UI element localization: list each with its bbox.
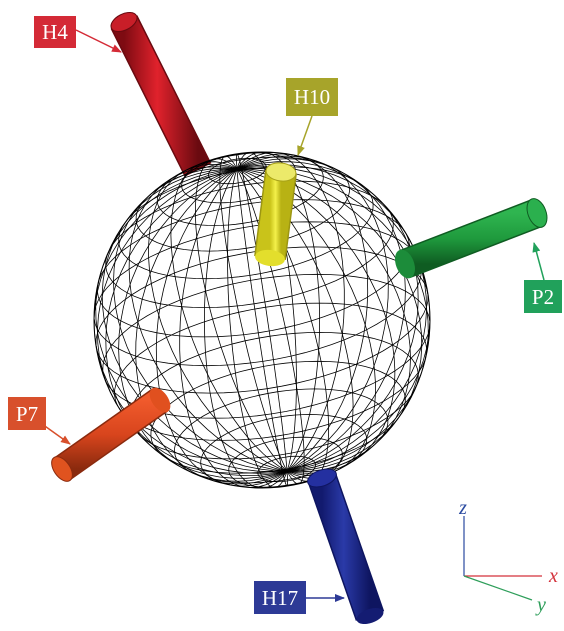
arrow-h4 [75, 29, 122, 53]
sphere-outline [93, 151, 431, 489]
cylinder-p2 [395, 198, 548, 279]
label-h4-text: H4 [42, 20, 68, 44]
z-axis-label: z [458, 497, 467, 519]
label-h10-text: H10 [294, 85, 330, 109]
axes-triad: z x y [458, 497, 558, 616]
cylinder-h17 [307, 468, 385, 625]
sphere-grid-line [95, 167, 429, 473]
y-axis-label: y [535, 594, 546, 616]
wireframe-sphere [94, 152, 430, 488]
sphere-grid-line [95, 246, 429, 394]
sphere-grid-line [219, 155, 305, 485]
label-h10: H10 [286, 78, 338, 156]
x-axis-label: x [548, 565, 558, 587]
arrow-p2 [532, 242, 545, 281]
sphere-grid-line [113, 167, 411, 473]
sphere-grid-line [97, 163, 427, 477]
label-p2: P2 [524, 242, 562, 313]
label-p2-text: P2 [532, 285, 554, 309]
label-h17-text: H17 [262, 586, 298, 610]
arrow-p7 [41, 423, 71, 445]
arrow-h10 [297, 115, 313, 156]
label-p7: P7 [8, 397, 71, 445]
cylinder-h4 [110, 11, 212, 177]
y-axis-line [463, 575, 533, 601]
label-h4: H4 [34, 16, 122, 53]
cylinder-p7 [51, 387, 171, 482]
label-p7-text: P7 [16, 402, 38, 426]
cylinder-h10 [254, 162, 297, 267]
label-h17: H17 [254, 581, 345, 614]
sphere-grid-line [101, 168, 423, 472]
